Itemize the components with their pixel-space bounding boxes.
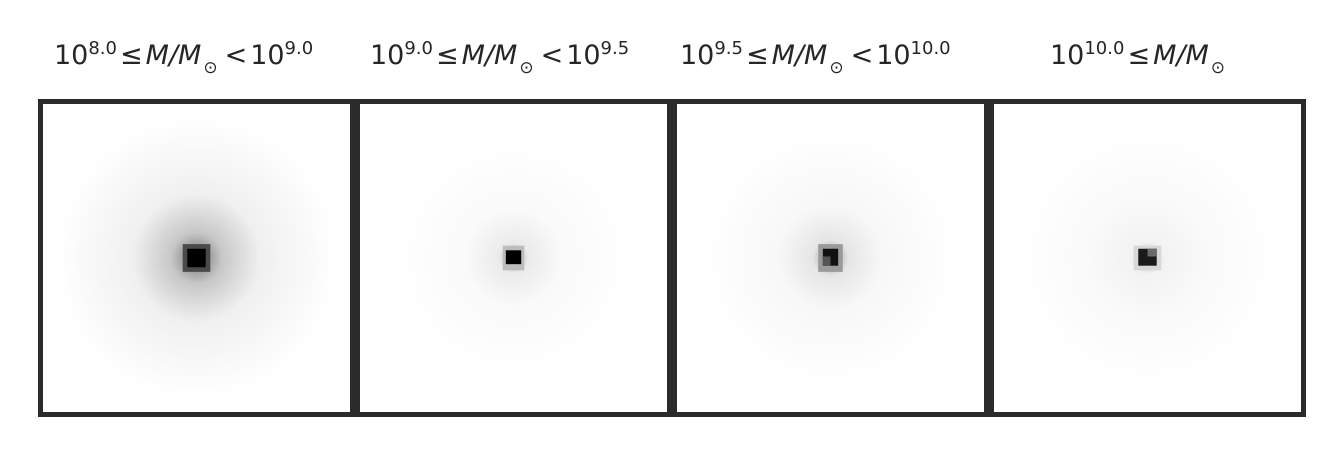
- stacked-image-3: [677, 104, 984, 412]
- sun-symbol-icon: ⊙: [1210, 58, 1225, 78]
- title-1-rel2: <: [224, 40, 248, 71]
- panel-title-1: 108.0≤M/M⊙<109.0: [54, 34, 313, 78]
- title-3-hi-exp: 10.0: [910, 38, 951, 60]
- title-3-hi-base: 10: [876, 40, 911, 71]
- core-pixel-1: [187, 248, 206, 268]
- title-2-var: M/M: [461, 40, 518, 71]
- stacked-image-4: [994, 104, 1301, 412]
- title-2-lo-exp: 9.0: [404, 38, 433, 60]
- panel-title-2: 109.0≤M/M⊙<109.5: [370, 34, 629, 78]
- title-3-rel2: <: [850, 40, 874, 71]
- title-2-rel2: <: [540, 40, 564, 71]
- title-4-lo-base: 10: [1050, 40, 1085, 71]
- title-3-rel1: ≤: [746, 40, 769, 71]
- panel-title-4: 1010.0≤M/M⊙: [1050, 34, 1229, 78]
- panel-title-3: 109.5≤M/M⊙<1010.0: [680, 34, 951, 78]
- title-1-var: M/M: [145, 40, 202, 71]
- title-1-rel1: ≤: [120, 40, 143, 71]
- title-3-var: M/M: [771, 40, 828, 71]
- core-pixel-4b: [1147, 248, 1157, 257]
- stack-image-panel-4: [989, 99, 1306, 417]
- title-1-lo-exp: 8.0: [88, 38, 117, 60]
- title-3-lo-exp: 9.5: [714, 38, 743, 60]
- title-4-rel1: ≤: [1127, 40, 1151, 71]
- title-1-hi-base: 10: [250, 40, 285, 71]
- title-2-hi-exp: 9.5: [600, 38, 630, 60]
- core-pixel-3b: [822, 256, 831, 266]
- sun-symbol-icon: ⊙: [203, 58, 218, 78]
- sun-symbol-icon: ⊙: [829, 58, 844, 78]
- title-4-lo-exp: 10.0: [1084, 38, 1125, 60]
- stack-image-panel-3: [672, 99, 989, 417]
- core-pixel-2: [505, 250, 522, 265]
- stacked-image-2: [360, 104, 667, 412]
- sun-symbol-icon: ⊙: [519, 58, 534, 78]
- stack-image-panel-2: [355, 99, 672, 417]
- stack-image-panel-1: [38, 99, 355, 417]
- title-3-lo-base: 10: [680, 40, 715, 71]
- title-1-hi-exp: 9.0: [284, 38, 314, 60]
- title-2-lo-base: 10: [370, 40, 405, 71]
- title-2-rel1: ≤: [436, 40, 459, 71]
- title-2-hi-base: 10: [566, 40, 601, 71]
- stacked-image-1: [43, 104, 350, 412]
- title-4-var: M/M: [1153, 40, 1209, 71]
- image-panels-row: [38, 99, 1306, 417]
- title-1-lo-base: 10: [54, 40, 89, 71]
